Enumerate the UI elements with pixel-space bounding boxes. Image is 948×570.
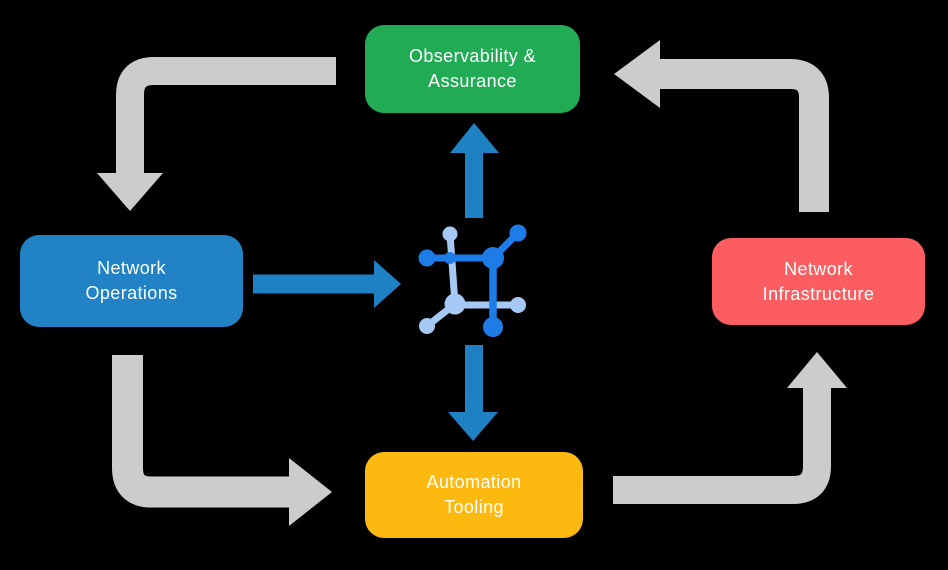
node-label-line2: Operations xyxy=(85,283,178,303)
node-observability-assurance: Observability & Assurance xyxy=(365,25,580,113)
node-label-line1: Network xyxy=(784,258,853,279)
arrow-automation-to-infrastructure xyxy=(613,352,847,504)
arrow-operations-to-center xyxy=(253,260,401,308)
arrow-observability-to-operations xyxy=(97,57,336,211)
node-label-line2: Tooling xyxy=(444,497,504,517)
arrow-head xyxy=(787,352,847,388)
network-mesh-icon xyxy=(418,224,527,337)
arrow-infrastructure-to-observability xyxy=(614,40,829,212)
node-network-operations: Network Operations xyxy=(20,235,243,327)
node-automation-tooling: Automation Tooling xyxy=(365,452,583,538)
node-label-line1: Automation xyxy=(426,472,522,493)
node-label-line1: Network xyxy=(97,258,166,279)
icon-node-dot xyxy=(510,297,526,313)
network-mesh-dark-branch xyxy=(418,224,527,337)
arrow-shaft xyxy=(112,355,289,508)
arrow-head xyxy=(448,412,498,441)
icon-node-dot xyxy=(418,249,436,267)
icon-hub-dot xyxy=(444,293,466,315)
arrow-head xyxy=(614,40,660,108)
node-label-line2: Assurance xyxy=(428,71,517,91)
arrow-head xyxy=(450,123,499,153)
arrow-shaft xyxy=(116,57,336,173)
node-label-line2: Infrastructure xyxy=(762,283,875,304)
icon-node-dot xyxy=(419,318,435,334)
arrow-head xyxy=(289,458,332,526)
arrow-center-to-observability xyxy=(450,123,499,218)
icon-node-dot xyxy=(442,226,458,242)
icon-node-dot xyxy=(509,224,527,242)
icon-link xyxy=(446,230,459,308)
arrow-head xyxy=(374,260,401,308)
arrow-operations-to-automation xyxy=(112,355,332,526)
icon-junction-dot xyxy=(444,252,456,264)
icon-hub-dot xyxy=(482,247,504,269)
icon-node-dot xyxy=(483,317,503,337)
node-label-line1: Observability & xyxy=(408,46,537,67)
arrow-shaft xyxy=(660,59,829,212)
arrow-center-to-automation xyxy=(448,345,498,441)
arrow-head xyxy=(97,173,163,211)
node-network-infrastructure: Network Infrastructure xyxy=(712,238,925,325)
arrow-shaft xyxy=(613,388,831,504)
network-mesh-light-branch xyxy=(419,226,526,334)
